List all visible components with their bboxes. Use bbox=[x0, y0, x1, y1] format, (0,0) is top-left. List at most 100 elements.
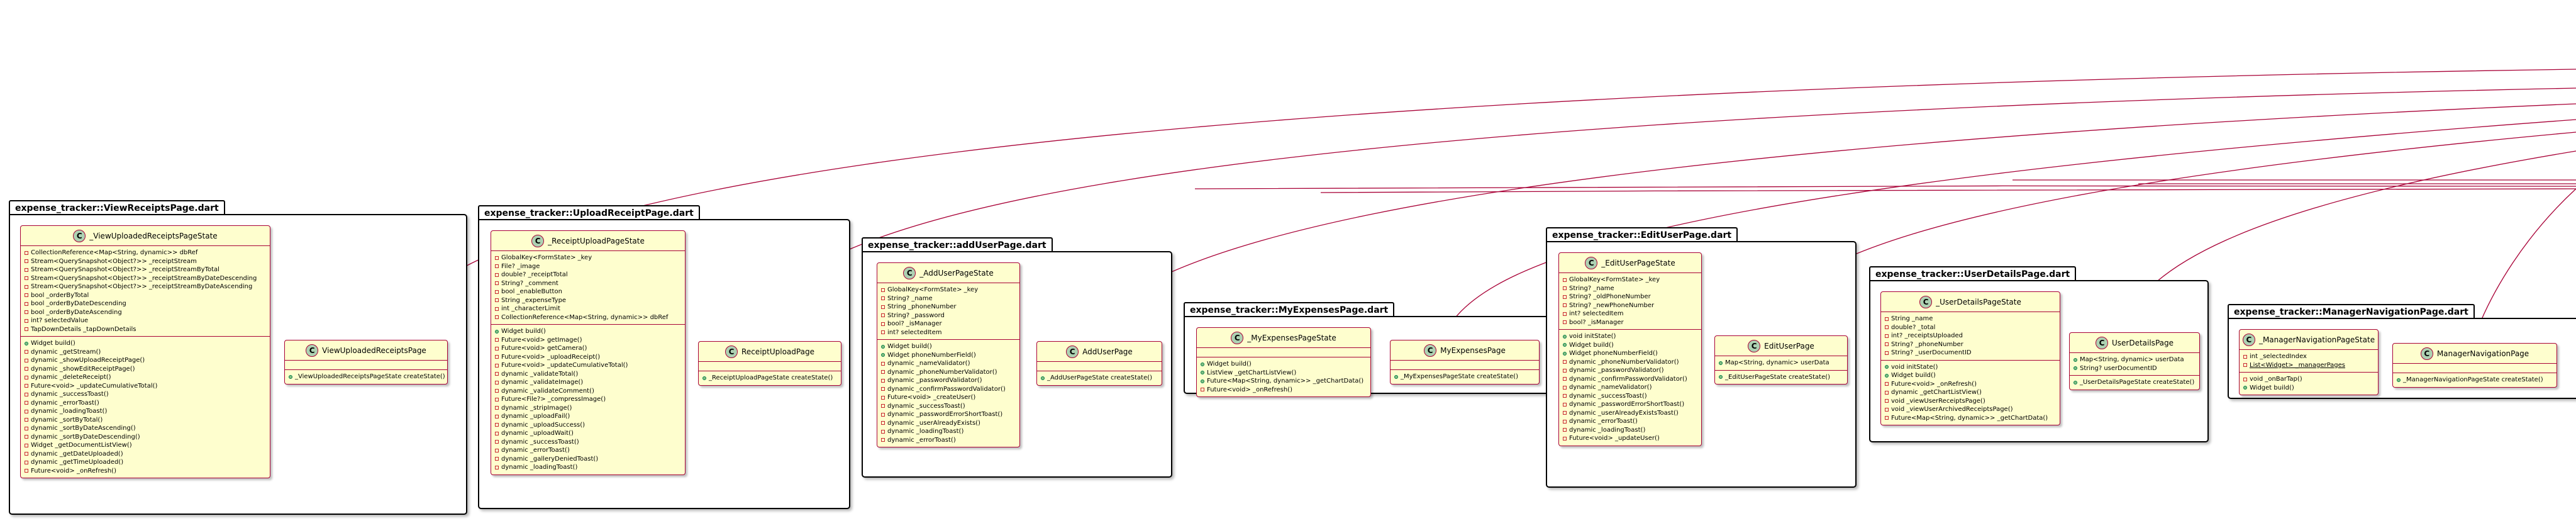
class-methods-section: _EditUserPageState createState() bbox=[1715, 369, 1847, 385]
class-method: dynamic _errorToast() bbox=[25, 399, 266, 408]
private-visibility-icon bbox=[495, 315, 499, 320]
method-text: Widget build() bbox=[1569, 341, 1614, 349]
private-visibility-icon bbox=[1885, 325, 1889, 330]
method-text: dynamic _validateComment() bbox=[501, 387, 594, 395]
class-name: ReceiptUploadPage bbox=[741, 347, 814, 356]
private-visibility-icon bbox=[881, 370, 885, 374]
package-view-receipts-page: expense_tracker::ViewReceiptsPage.dart C… bbox=[9, 200, 467, 515]
method-text: Future<void> getCamera() bbox=[501, 345, 587, 352]
method-text: dynamic _phoneNumberValidator() bbox=[1569, 358, 1679, 366]
class-method: _UserDetailsPageState createState() bbox=[2074, 378, 2196, 387]
private-visibility-icon bbox=[881, 296, 885, 301]
class-method: _MyExpensesPageState createState() bbox=[1394, 373, 1535, 381]
method-text: dynamic _sortByDateDescending() bbox=[31, 433, 140, 441]
class-method: Widget _getDocumentListView() bbox=[25, 441, 266, 450]
method-text: dynamic _successToast() bbox=[31, 391, 109, 398]
method-text: dynamic _confirmPasswordValidator() bbox=[1569, 375, 1687, 383]
class-badge-icon: C bbox=[531, 235, 545, 247]
class-field: CollectionReference<Map<String, dynamic>… bbox=[25, 249, 266, 257]
public-visibility-icon bbox=[2074, 380, 2077, 385]
private-visibility-icon bbox=[881, 395, 885, 400]
class-header: C_AddUserPageState bbox=[877, 263, 1019, 283]
private-visibility-icon bbox=[25, 350, 28, 354]
field-text: double? _receiptTotal bbox=[501, 271, 568, 278]
package-user-details-page: expense_tracker::UserDetailsPage.dart C_… bbox=[1869, 266, 2209, 442]
class-methods-section: _ViewUploadedReceiptsPageState createSta… bbox=[285, 369, 447, 384]
class-method: dynamic _successToast() bbox=[1563, 392, 1697, 401]
private-visibility-icon bbox=[495, 423, 499, 427]
class-method: Widget build() bbox=[1563, 341, 1697, 350]
class-method: Widget phoneNumberField() bbox=[1563, 349, 1697, 358]
private-visibility-icon bbox=[2243, 377, 2247, 381]
package-title: expense_tracker::UploadReceiptPage.dart bbox=[478, 205, 700, 220]
private-visibility-icon bbox=[25, 301, 28, 306]
public-visibility-icon bbox=[1563, 351, 1567, 356]
field-text: bool? _isManager bbox=[1569, 318, 1624, 326]
private-visibility-icon bbox=[1563, 402, 1567, 407]
class-name: _UserDetailsPageState bbox=[1936, 298, 2021, 306]
class-methods-section: void _onBarTap()Widget build() bbox=[2240, 372, 2378, 395]
edge-bundle-3 bbox=[1194, 185, 2576, 189]
class-field: bool _orderByTotal bbox=[25, 291, 266, 300]
private-visibility-icon bbox=[495, 298, 499, 303]
class-field: int? selectedValue bbox=[25, 317, 266, 325]
class-field: int? _receiptsUploaded bbox=[1885, 332, 2056, 340]
method-text: dynamic _nameValidator() bbox=[887, 360, 970, 367]
class-method: Future<void> _uploadReceipt() bbox=[495, 353, 681, 362]
class-field: int? selectedItem bbox=[881, 329, 1016, 337]
class-method: dynamic _passwordValidator() bbox=[881, 376, 1016, 385]
class-method: Widget build() bbox=[1885, 371, 2056, 380]
private-visibility-icon bbox=[1563, 312, 1567, 316]
field-text: String? _newPhoneNumber bbox=[1569, 301, 1655, 309]
class-method: Future<Map<String, dynamic>> _getChartDa… bbox=[1885, 414, 2056, 423]
class-field: String _expenseType bbox=[495, 296, 681, 305]
private-visibility-icon bbox=[495, 281, 499, 286]
class-field: double? _receiptTotal bbox=[495, 271, 681, 279]
class-badge-icon: C bbox=[903, 267, 916, 279]
field-text: String _phoneNumber bbox=[887, 303, 957, 310]
private-visibility-icon bbox=[1885, 399, 1889, 403]
private-visibility-icon bbox=[495, 440, 499, 444]
class-name: MyExpensesPage bbox=[1440, 346, 1506, 355]
method-text: Future<File?> _compressImage() bbox=[501, 396, 606, 403]
private-visibility-icon bbox=[25, 276, 28, 281]
method-text: dynamic _nameValidator() bbox=[1569, 384, 1652, 391]
class-method: Widget build() bbox=[881, 342, 1016, 351]
field-text: bool _orderByDateDescending bbox=[31, 300, 126, 307]
class-method: dynamic _passwordErrorShortToast() bbox=[881, 410, 1016, 419]
method-text: Widget build() bbox=[1891, 372, 1936, 379]
private-visibility-icon bbox=[1563, 436, 1567, 441]
class-method: dynamic _sortByTotal() bbox=[25, 416, 266, 425]
class-field: bool? _isManager bbox=[1563, 318, 1697, 327]
method-text: dynamic _getStream() bbox=[31, 348, 101, 356]
public-visibility-icon bbox=[2397, 378, 2401, 382]
public-visibility-icon bbox=[25, 341, 28, 345]
field-text: TapDownDetails _tapDownDetails bbox=[31, 325, 136, 333]
field-text: String? _oldPhoneNumber bbox=[1569, 293, 1651, 300]
class-name: ManagerNavigationPage bbox=[2436, 349, 2529, 358]
private-visibility-icon bbox=[25, 443, 28, 447]
method-text: void _viewUserArchivedReceiptsPage() bbox=[1891, 406, 2013, 413]
private-visibility-icon bbox=[1563, 411, 1567, 415]
class-method: dynamic _errorToast() bbox=[495, 446, 681, 455]
private-visibility-icon bbox=[1563, 295, 1567, 299]
method-text: void _viewUserReceiptsPage() bbox=[1891, 397, 1985, 405]
public-visibility-icon bbox=[702, 376, 706, 380]
